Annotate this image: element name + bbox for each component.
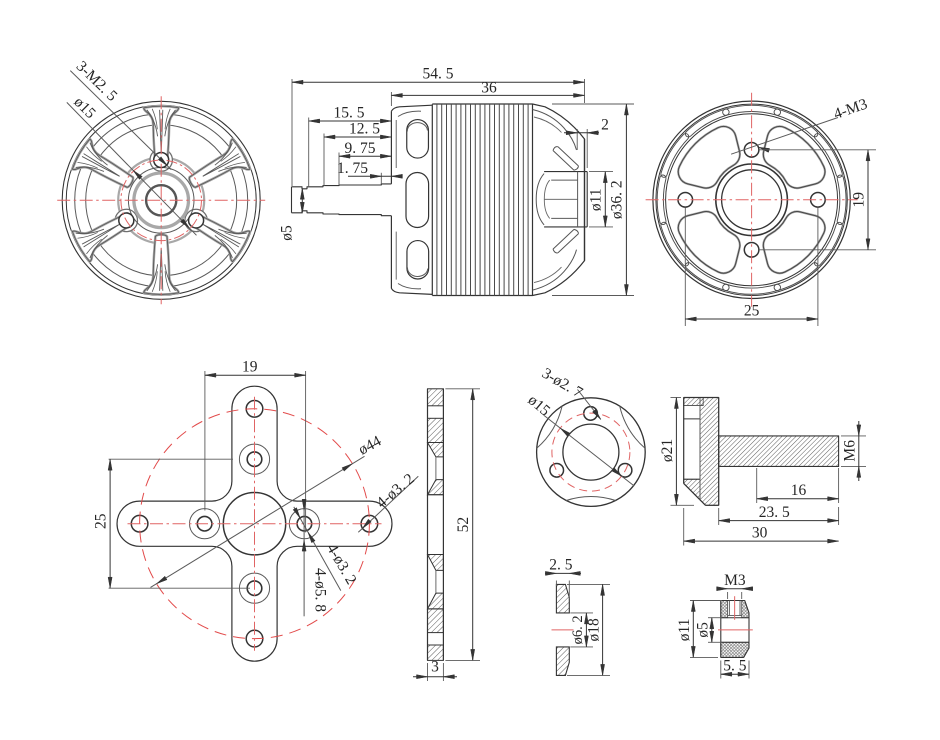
svg-text:ø36. 2: ø36. 2 <box>609 180 626 219</box>
svg-text:23. 5: 23. 5 <box>759 504 790 521</box>
svg-text:9. 75: 9. 75 <box>345 140 376 157</box>
svg-text:30: 30 <box>752 525 768 542</box>
svg-text:ø21: ø21 <box>659 439 676 462</box>
svg-text:ø6. 2: ø6. 2 <box>570 615 586 644</box>
svg-text:3: 3 <box>431 659 439 676</box>
svg-text:2: 2 <box>601 117 609 134</box>
svg-text:25: 25 <box>744 303 760 320</box>
svg-text:19: 19 <box>851 192 868 208</box>
svg-text:ø5: ø5 <box>695 622 712 638</box>
svg-text:36: 36 <box>481 79 497 96</box>
svg-text:19: 19 <box>242 359 258 376</box>
svg-text:2. 5: 2. 5 <box>549 557 573 574</box>
svg-text:25: 25 <box>93 513 110 529</box>
svg-text:16: 16 <box>791 482 807 499</box>
svg-text:ø18: ø18 <box>585 618 602 642</box>
svg-text:ø11: ø11 <box>676 619 693 642</box>
svg-text:52: 52 <box>455 517 472 533</box>
svg-text:5. 5: 5. 5 <box>723 657 747 674</box>
svg-text:M6: M6 <box>841 440 858 462</box>
svg-text:12. 5: 12. 5 <box>349 121 380 138</box>
svg-text:ø5: ø5 <box>279 225 296 241</box>
svg-text:1. 75: 1. 75 <box>337 160 368 177</box>
svg-text:15. 5: 15. 5 <box>334 105 365 122</box>
svg-text:M3: M3 <box>724 572 746 589</box>
svg-text:ø11: ø11 <box>588 188 605 211</box>
svg-text:54. 5: 54. 5 <box>423 66 454 83</box>
svg-text:4-ø5. 8: 4-ø5. 8 <box>312 568 329 612</box>
